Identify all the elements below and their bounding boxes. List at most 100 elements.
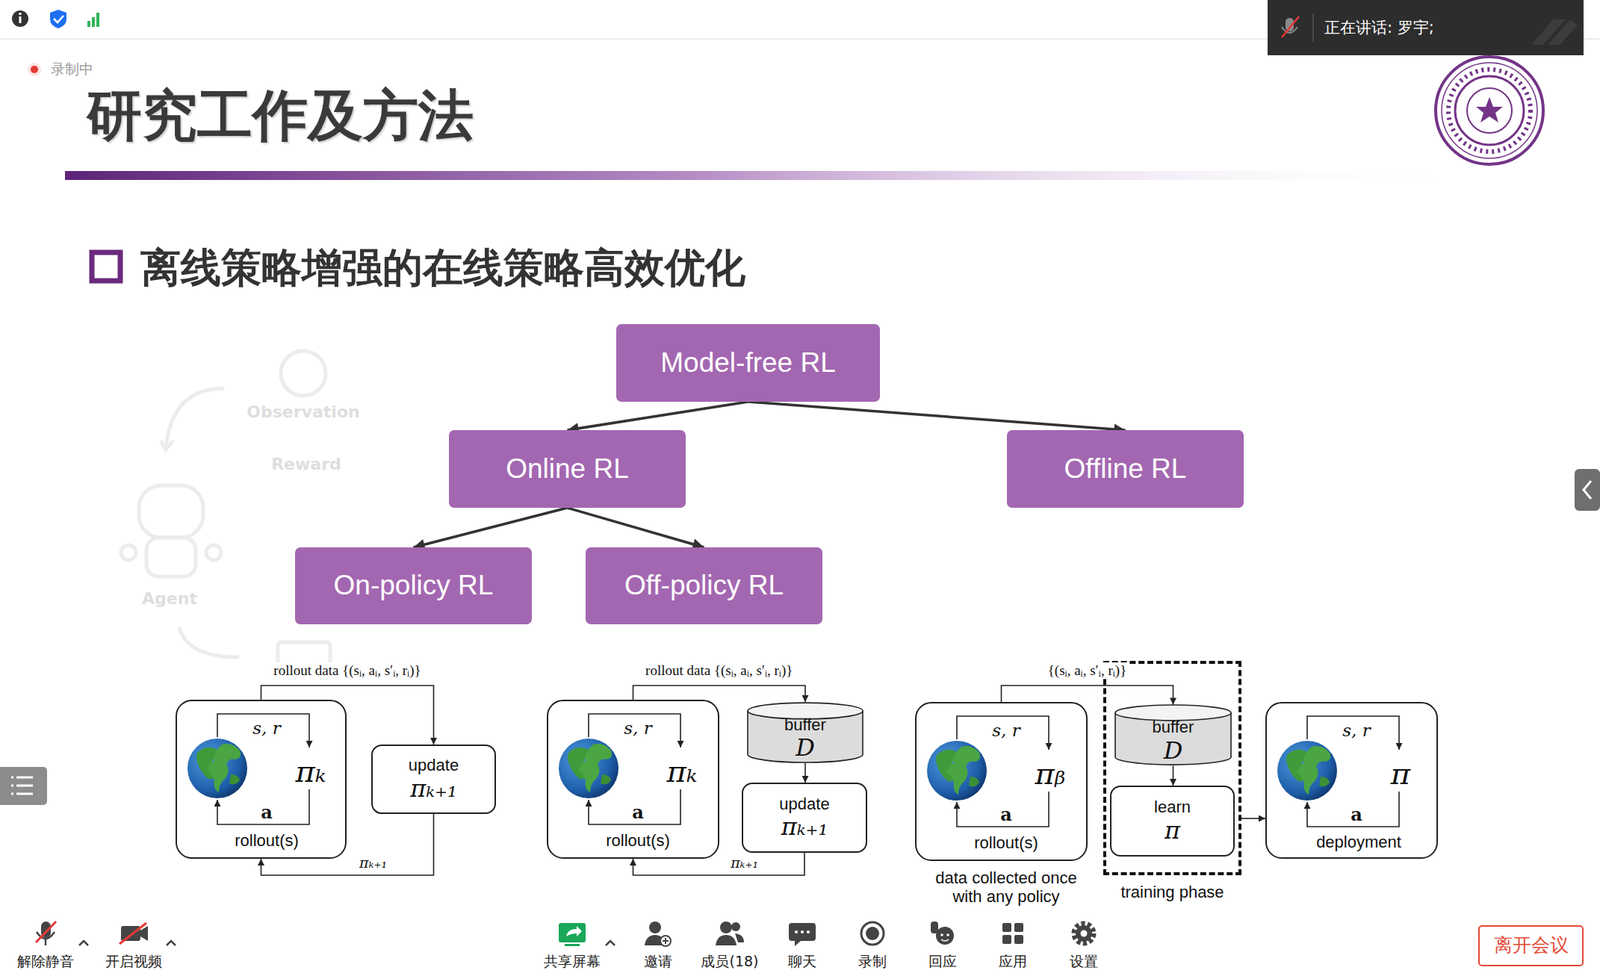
drawn-path xyxy=(160,440,174,450)
drawn-path xyxy=(1281,26,1298,33)
drawn-rect xyxy=(96,12,100,27)
drawn-circle xyxy=(280,351,326,396)
drawn-line xyxy=(11,785,14,788)
toolbar-label: 回应 xyxy=(928,953,957,971)
drawn-circle xyxy=(1435,56,1544,165)
drawn-circle xyxy=(806,930,810,934)
toolbar xyxy=(0,915,1600,979)
node-text: πₖ xyxy=(667,754,698,789)
info-icon xyxy=(11,10,29,27)
drawn-circle xyxy=(1455,76,1524,145)
drawn-line xyxy=(119,923,147,945)
drawn-line xyxy=(11,776,14,780)
drawn-path xyxy=(566,926,582,937)
list-tab xyxy=(0,767,48,806)
rollout-box: s, rπₖarollout(s) xyxy=(546,699,720,860)
drawn-path xyxy=(1583,481,1592,499)
drawn-path xyxy=(79,941,89,946)
node-text: rollout(s) xyxy=(234,831,299,851)
shield-icon xyxy=(50,9,67,29)
drawn-circle xyxy=(794,930,798,934)
connector-arrow xyxy=(1172,766,1175,786)
drawn-path xyxy=(50,9,67,29)
update-box: updateπₖ₊₁ xyxy=(741,782,868,854)
update-box: updateπₖ₊₁ xyxy=(371,744,496,815)
node-text: On-policy RL xyxy=(333,569,494,603)
speaker-banner: 正在讲话: 罗宇; xyxy=(1267,0,1584,56)
connector-arrow xyxy=(748,401,1126,431)
drawn-rect xyxy=(138,485,204,538)
toolbar-label: 聊天 xyxy=(788,953,817,971)
faded-text: Reward xyxy=(271,454,342,474)
drawn-g xyxy=(1448,69,1531,152)
toolbar-label: 解除静音 xyxy=(17,953,74,971)
drawn-circle xyxy=(18,12,22,16)
drawn-rect xyxy=(930,921,939,934)
recording-status: 录制中 xyxy=(50,61,94,78)
node-text: data collected once with any policy xyxy=(922,868,1091,907)
category-box: Model-free RL xyxy=(616,324,880,402)
drawn-path xyxy=(140,926,148,942)
drawn-path xyxy=(1531,19,1566,45)
section-heading: 离线策略增强的在线策略高效优化 xyxy=(140,245,746,292)
drawn-rect xyxy=(558,923,586,943)
node-text: π xyxy=(1390,756,1411,792)
node-text: π xyxy=(1164,817,1181,845)
edge-label: πₖ₊₁ xyxy=(728,855,761,872)
node-text: a xyxy=(1350,804,1363,826)
edge-label: rollout data {(sᵢ, aᵢ, s′ᵢ, rᵢ)} xyxy=(643,662,795,679)
node-text: πₖ₊₁ xyxy=(410,775,457,803)
drawn-rect xyxy=(564,944,580,947)
react-icon xyxy=(930,921,954,945)
slide-title: 研究工作及方法 xyxy=(86,83,474,148)
settings-icon xyxy=(1074,923,1094,944)
drawn-path xyxy=(36,932,55,939)
node-text: s, r xyxy=(623,718,652,739)
drawn-circle xyxy=(1075,925,1093,942)
drawn-rect xyxy=(1002,935,1012,945)
env-loop xyxy=(558,714,681,825)
drawn-circle xyxy=(206,545,222,561)
chat-icon xyxy=(788,923,816,947)
node-text: update xyxy=(408,755,459,775)
edge-label: {(sᵢ, aᵢ, s′ᵢ, rᵢ)} xyxy=(1045,662,1130,679)
drawn-circle xyxy=(660,935,671,947)
mic-muted-icon xyxy=(35,921,57,946)
toolbar-label: 开启视频 xyxy=(105,953,163,971)
drawn-rect xyxy=(146,537,196,577)
drawn-line xyxy=(16,793,33,796)
node-text: s, r xyxy=(252,718,281,739)
category-box: Offline RL xyxy=(1006,430,1244,508)
toolbar-label: 录制 xyxy=(858,953,887,971)
toolbar-label: 成员(18) xyxy=(700,953,759,971)
drawn-rect xyxy=(41,921,51,939)
drawn-line xyxy=(44,939,48,946)
node-text: D xyxy=(1163,737,1184,765)
drawn-path xyxy=(166,941,176,946)
video-off-icon xyxy=(119,923,148,945)
buffer-cylinder: bufferD xyxy=(746,702,864,764)
drawn-path xyxy=(1476,97,1503,123)
drawn-circle xyxy=(1448,69,1531,152)
drawn-circle xyxy=(731,922,741,932)
title-underline xyxy=(64,171,1450,181)
node-text: Model-free RL xyxy=(660,347,836,380)
drawn-line xyxy=(16,776,33,780)
node-text: s, r xyxy=(1342,720,1370,741)
node-text: a xyxy=(260,802,273,824)
drawn-circle xyxy=(1467,88,1512,133)
caret-icons xyxy=(79,941,615,946)
edge-label: rollout data {(sᵢ, aᵢ, s′ᵢ, rᵢ)} xyxy=(271,662,423,679)
drawn-path xyxy=(1547,19,1578,45)
record-icon xyxy=(861,922,884,945)
drawn-path xyxy=(735,933,744,943)
drawn-circle xyxy=(940,933,944,937)
drawn-circle xyxy=(935,926,954,945)
learn-box: learnπ xyxy=(1109,785,1235,857)
drawn-line xyxy=(16,785,33,788)
invite-icon xyxy=(644,921,671,947)
training-phase-box: training phasebufferDlearnπ xyxy=(1103,661,1242,876)
edge-label: πₖ₊₁ xyxy=(357,855,390,872)
node-text: training phase xyxy=(1120,882,1224,902)
node-text: πᵦ xyxy=(1035,756,1066,792)
